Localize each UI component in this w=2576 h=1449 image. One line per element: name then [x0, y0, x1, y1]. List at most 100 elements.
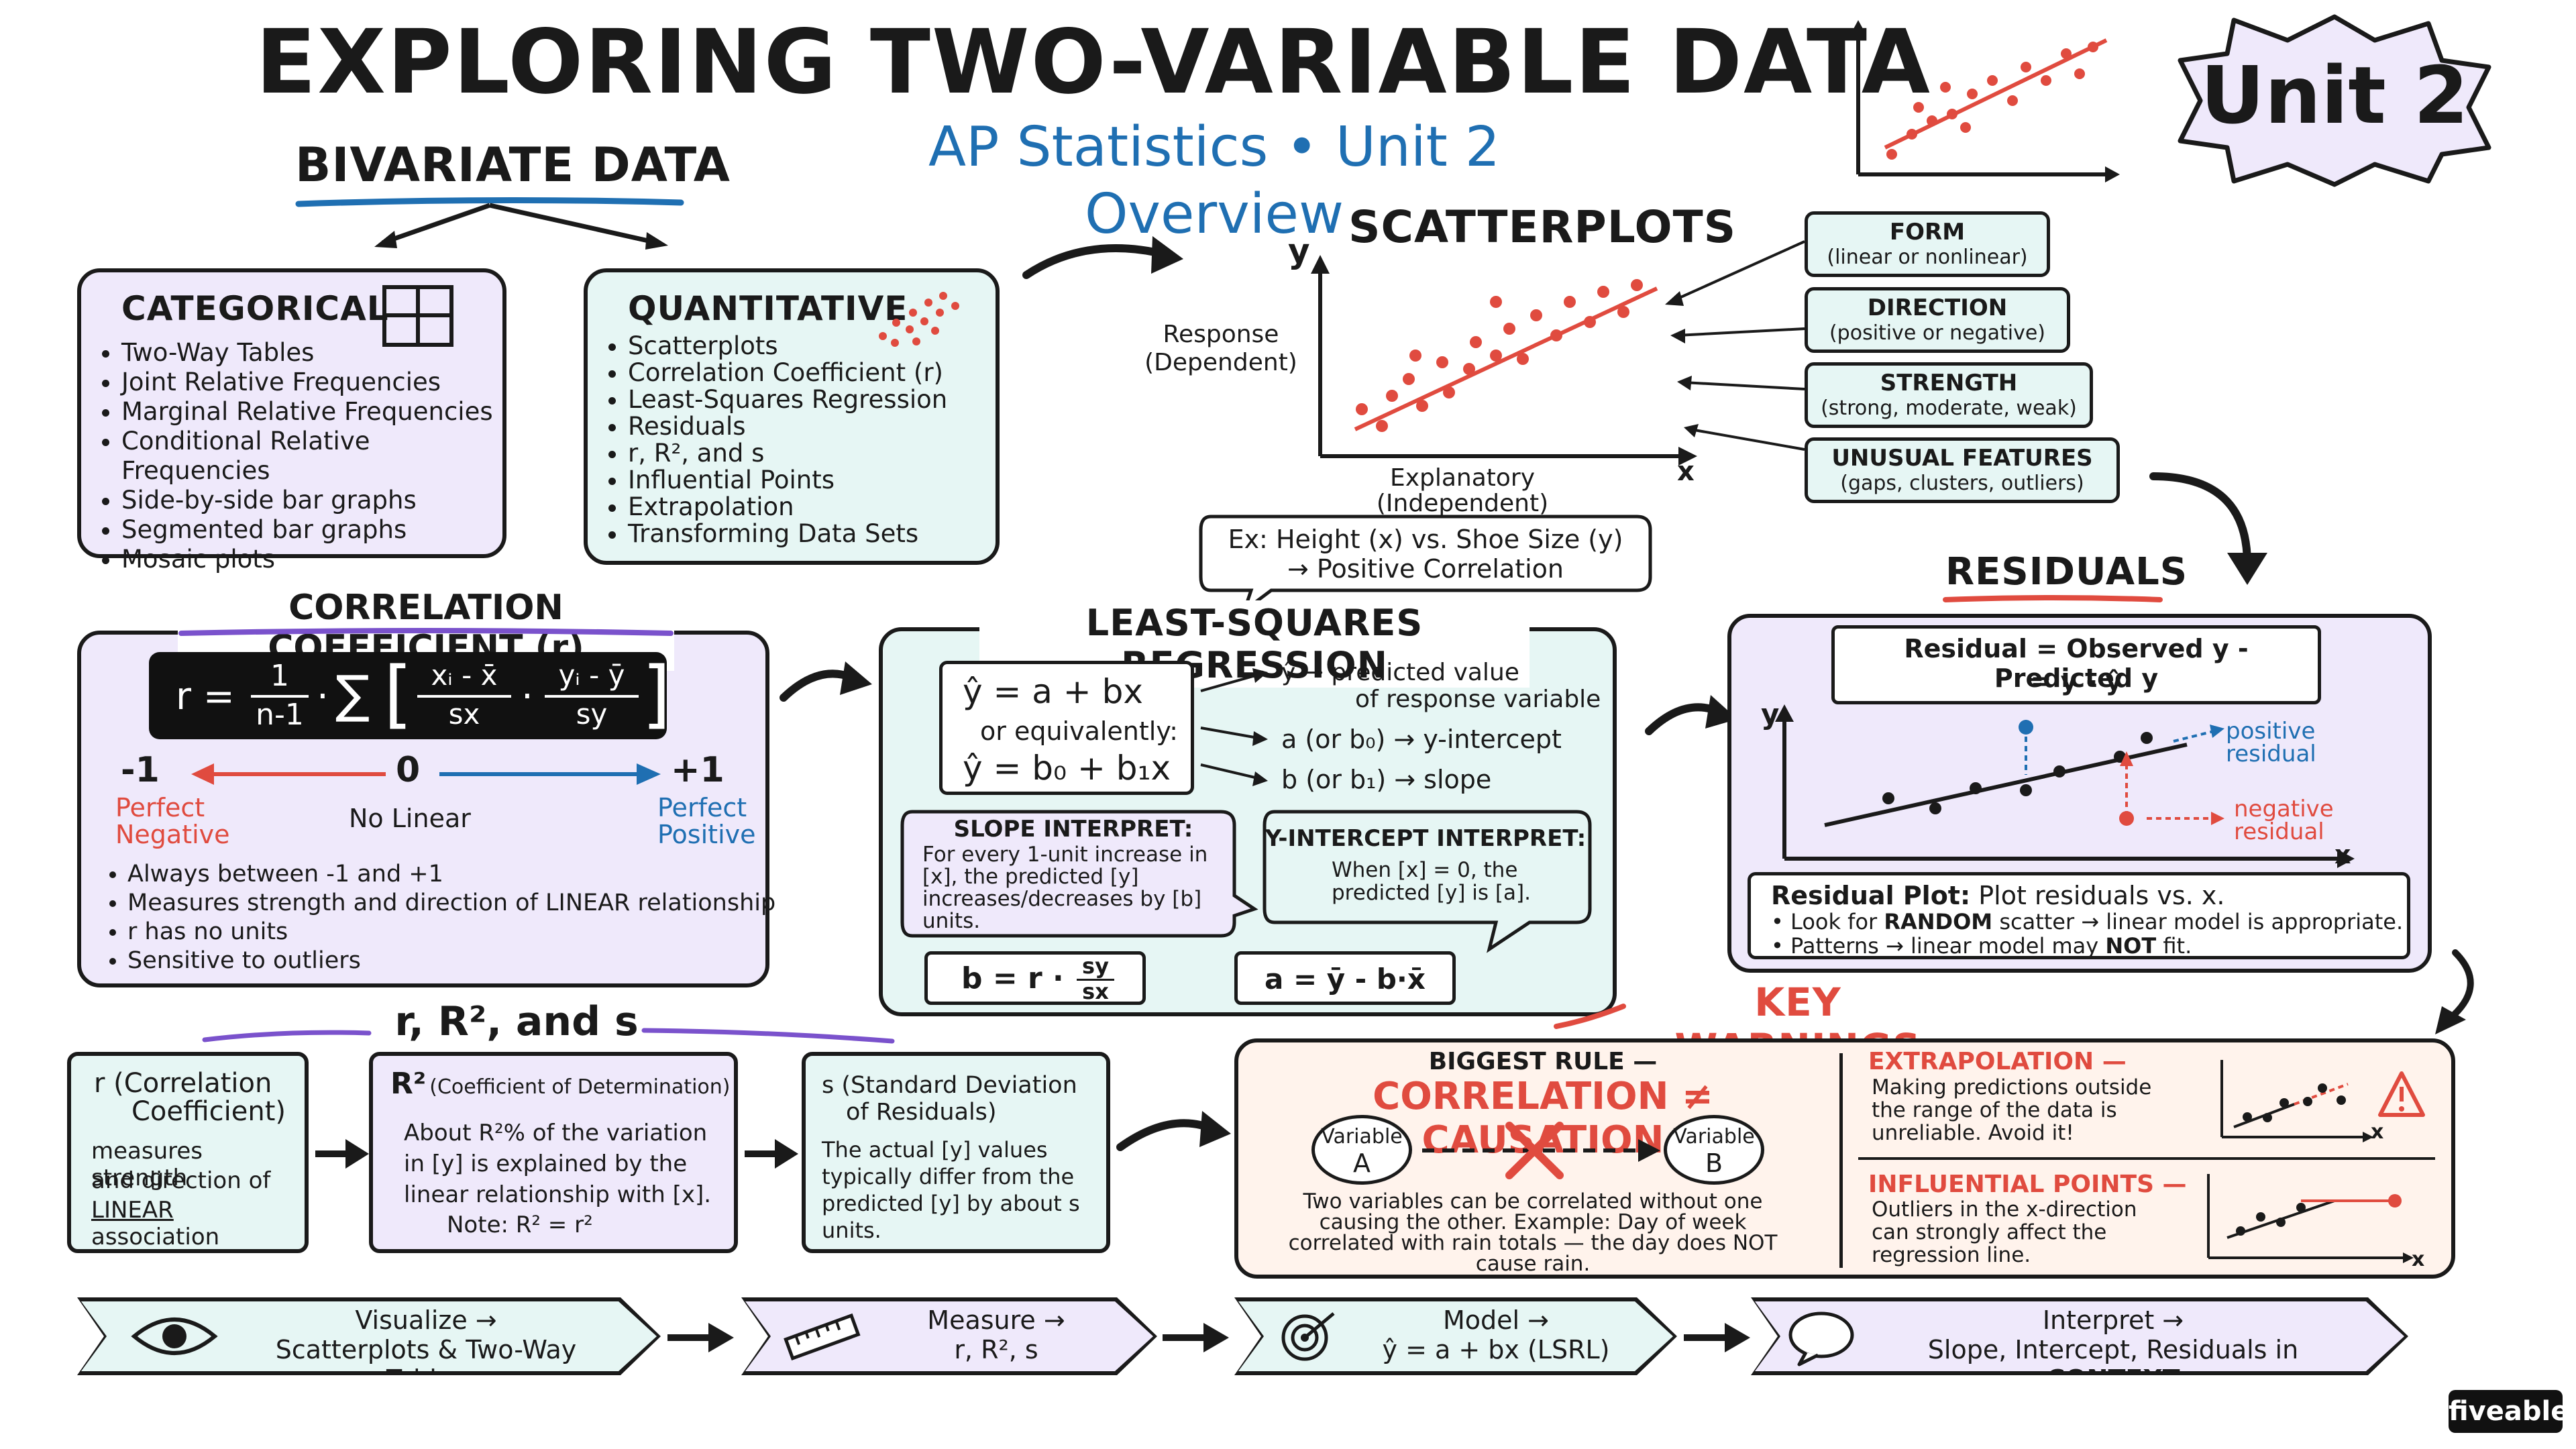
workflow-interpret-sub: Slope, Intercept, Residuals in CONTEXT — [1927, 1335, 2299, 1394]
lsr-def-yhat-1: ŷ → predicted value — [1281, 659, 1519, 686]
influential-x-axis: x — [2412, 1248, 2425, 1271]
ruler-icon — [782, 1315, 862, 1358]
categorical-item: Side-by-side bar graphs — [121, 486, 502, 515]
rr2s-heading: r, R², and s — [394, 998, 639, 1045]
extrapolation-chart — [2220, 1060, 2425, 1142]
lsr-equation-box: ŷ = a + bx or equivalently: ŷ = b₀ + b₁x — [939, 661, 1194, 795]
scale-min-label-1: Perfect — [115, 793, 205, 822]
explanatory-label: Explanatory — [1389, 464, 1536, 492]
lsr-def-a: a (or b₀) → y-intercept — [1281, 724, 1562, 754]
slope-bubble-shape — [900, 810, 1258, 938]
arrow-to-warnings — [2435, 949, 2474, 1034]
correlation-underline — [178, 628, 674, 636]
workflow-measure-sub: r, R², s — [954, 1335, 1038, 1364]
page-subtitle: AP Statistics • Unit 2 Overview — [928, 115, 1501, 246]
explanatory-sub: (Independent) — [1376, 490, 1549, 517]
scale-max: +1 — [671, 750, 724, 790]
extrap-x-axis: x — [2371, 1120, 2384, 1144]
residual-formula-2: = y - ŷ — [2030, 666, 2123, 696]
extrapolation-title: EXTRAPOLATION — — [1868, 1048, 2127, 1075]
eye-icon — [131, 1312, 218, 1360]
scale-mid-label: No Linear — [349, 804, 471, 833]
workflow-interpret: Interpret → Slope, Intercept, Residuals … — [1751, 1297, 2408, 1375]
arrow-r-to-R2 — [315, 1139, 369, 1169]
positive-residual-label-2: residual — [2226, 741, 2316, 767]
variable-b-bubble: Variable B — [1664, 1115, 1764, 1185]
R2-card: R² (Coefficient of Determination) About … — [369, 1052, 738, 1253]
categorical-item: Marginal Relative Frequencies — [121, 397, 502, 427]
categorical-title: CATEGORICAL — [121, 289, 389, 328]
table-grid-icon — [382, 285, 453, 347]
variable-a-bubble: Variable A — [1311, 1115, 1412, 1185]
workflow-visualize-sub: Scatterplots & Two-Way Tables — [275, 1335, 577, 1394]
residual-formula-box: Residual = Observed y - Predicted y = y … — [1831, 625, 2321, 704]
scatter-x-axis-label: x — [1677, 456, 1695, 487]
feature-form: FORM (linear or nonlinear) — [1805, 211, 2050, 277]
arrow-s-to-warnings — [1116, 1111, 1231, 1151]
feature-unusual: UNUSUAL FEATURES (gaps, clusters, outlie… — [1805, 437, 2120, 503]
residual-x-axis: x — [2334, 840, 2351, 869]
categorical-item: Segmented bar graphs — [121, 515, 502, 545]
quantitative-item: Scatterplots — [628, 333, 947, 360]
quantitative-item: Correlation Coefficient (r) — [628, 360, 947, 386]
s-text: The actual [y] values typically differ f… — [822, 1137, 1080, 1243]
negative-residual-label-2: residual — [2234, 818, 2324, 845]
residual-plot-box: Residual Plot: Plot residuals vs. x. • L… — [1748, 872, 2410, 959]
residual-formula-1: Residual = Observed y - Predicted y — [1904, 634, 2249, 693]
scatter-dots-icon — [879, 292, 959, 347]
r-title-1: r (Correlation — [94, 1068, 272, 1099]
workflow-model: Model → ŷ = a + bx (LSRL) — [1234, 1297, 1677, 1375]
influential-chart — [2207, 1174, 2414, 1263]
biggest-rule: BIGGEST RULE — — [1428, 1048, 1658, 1075]
categorical-card: CATEGORICAL Two-Way TablesJoint Relative… — [77, 268, 506, 574]
scatterplots-title: SCATTERPLOTS — [1348, 201, 1737, 253]
influential-title: INFLUENTIAL POINTS — — [1868, 1171, 2187, 1198]
warnings-hdivider — [1858, 1157, 2435, 1160]
quantitative-item: Extrapolation — [628, 494, 947, 521]
quantitative-card: QUANTITATIVE ScatterplotsCorrelation Coe… — [584, 268, 1000, 565]
workflow-visualize-title: Visualize → — [355, 1305, 497, 1335]
categorical-list: Two-Way TablesJoint Relative Frequencies… — [95, 338, 502, 574]
residual-y-axis: y — [1761, 698, 1780, 731]
feature-strength: STRENGTH (strong, moderate, weak) — [1805, 362, 2093, 428]
r-text-1: measures strength — [91, 1138, 203, 1191]
R2-note: Note: R² = r² — [447, 1212, 593, 1238]
scale-min-label-2: Negative — [115, 820, 230, 849]
categorical-item: Conditional Relative Frequencies — [121, 427, 502, 486]
brand-logo: fiveable — [2449, 1390, 2569, 1433]
categorical-item: Joint Relative Frequencies — [121, 368, 502, 397]
lsr-eq1: ŷ = a + bx — [963, 672, 1143, 711]
example-line-1: Ex: Height (x) vs. Shoe Size (y) — [1228, 525, 1623, 554]
correlation-note: Sensitive to outliers — [127, 947, 775, 975]
quantitative-list: ScatterplotsCorrelation Coefficient (r)L… — [601, 333, 947, 547]
quantitative-title: QUANTITATIVE — [628, 289, 908, 328]
scale-mid: 0 — [396, 750, 421, 790]
yint-bubble-shape — [1263, 810, 1592, 953]
lsr-def-arrows — [1200, 668, 1268, 786]
correlation-note: r has no units — [127, 918, 775, 947]
r-card: r (Correlation Coefficient) measures str… — [67, 1052, 309, 1253]
residual-bullet-1: • Look for RANDOM scatter → linear model… — [1771, 909, 2404, 934]
residual-bullet-2: • Patterns → linear model may NOT fit. — [1771, 933, 2192, 959]
page-title: EXPLORING TWO-VARIABLE DATA — [256, 11, 1931, 114]
correlation-scale-arrows — [191, 763, 661, 785]
positive-residual-label-1: positive — [2226, 718, 2316, 745]
arrow-corr-to-lsr — [780, 661, 872, 702]
quantitative-item: Residuals — [628, 413, 947, 440]
bivariate-underline — [295, 197, 684, 250]
residual-plot-line: Residual Plot: Plot residuals vs. x. — [1771, 881, 2225, 910]
header-scatter-icon — [1850, 20, 2120, 182]
b-formula-box: b = r · sy sx — [924, 951, 1146, 1005]
unit-badge: Unit 2 — [2200, 49, 2469, 142]
scale-min: -1 — [121, 750, 160, 790]
causation-cross-icon — [1422, 1122, 1660, 1179]
target-icon — [1275, 1309, 1342, 1363]
workflow-model-sub: ŷ = a + bx (LSRL) — [1382, 1335, 1610, 1364]
lsr-or-text: or equivalently: — [980, 716, 1178, 746]
response-sub: (Dependent) — [1144, 349, 1297, 376]
rr2s-lines — [202, 1028, 895, 1044]
scatter-y-axis-label: y — [1288, 231, 1310, 270]
s-title-1: s (Standard Deviation — [822, 1072, 1077, 1099]
quantitative-item: Influential Points — [628, 467, 947, 494]
workflow-visualize: Visualize → Scatterplots & Two-Way Table… — [77, 1297, 661, 1375]
